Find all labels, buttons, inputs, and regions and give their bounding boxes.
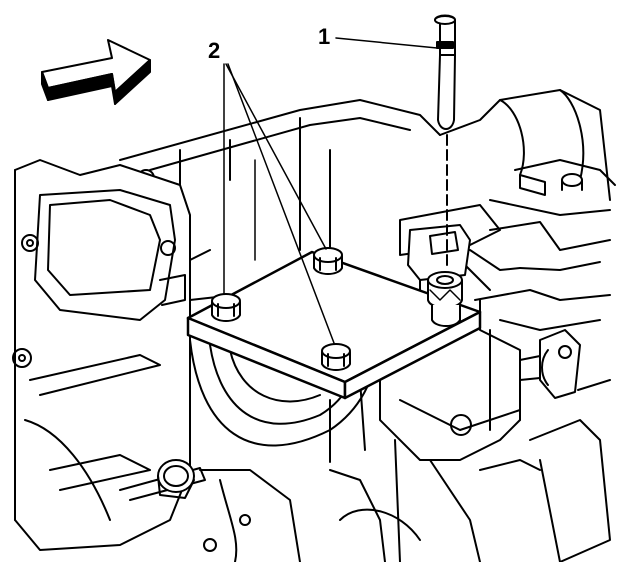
callout-2-leaders (223, 63, 335, 344)
bolt-front-right (321, 343, 351, 371)
view-direction-arrow-icon (41, 39, 151, 105)
callout-1-leader (335, 37, 438, 49)
socket-bushing (407, 224, 471, 327)
installer-tool (434, 14, 456, 130)
callout-1-label: 1 (318, 24, 331, 49)
callout-2-label: 2 (208, 38, 221, 63)
bolt-rear (313, 247, 343, 275)
bolt-front-left (211, 293, 241, 322)
engine-block (12, 89, 616, 562)
fixture-plate (186, 250, 482, 400)
